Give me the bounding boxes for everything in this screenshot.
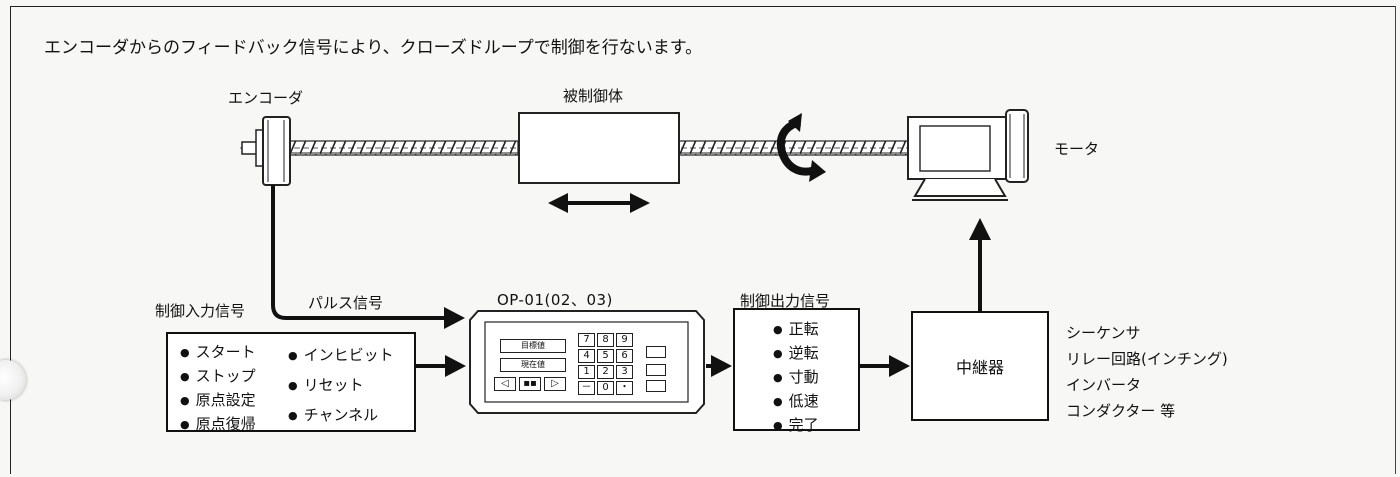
- key-dot[interactable]: ・: [616, 381, 633, 395]
- list-item: 寸動: [773, 366, 819, 390]
- relay-box: 中継器: [911, 311, 1049, 421]
- function-key-3[interactable]: [646, 380, 666, 392]
- key-4[interactable]: 4: [578, 349, 595, 363]
- list-item: コンダクター 等: [1066, 402, 1176, 420]
- key-0[interactable]: 0: [597, 381, 614, 395]
- key-9[interactable]: 9: [616, 333, 633, 347]
- list-item: 完了: [773, 414, 819, 438]
- list-item: インバータ: [1066, 376, 1142, 394]
- list-item: 逆転: [773, 342, 819, 366]
- device-model-label: OP-01(02、03): [497, 291, 613, 309]
- encoder-label: エンコーダ: [228, 89, 304, 107]
- list-item: シーケンサ: [1066, 324, 1141, 342]
- pulse-signal-arrow: [271, 185, 465, 329]
- current-value-display: 現在値: [500, 358, 566, 372]
- encoder-icon: [241, 116, 291, 186]
- diagram-frame: [10, 6, 1396, 474]
- list-item: 正転: [773, 318, 819, 342]
- pulse-signal-label: パルス信号: [308, 294, 384, 312]
- control-output-label: 制御出力信号: [740, 292, 831, 310]
- list-item: ストップ: [180, 365, 256, 389]
- key-2[interactable]: 2: [597, 365, 614, 379]
- function-key-1[interactable]: [646, 346, 666, 358]
- double-arrow-icon: [548, 193, 650, 213]
- input-signals-right-list: インヒビット リセット チャンネル: [288, 341, 394, 431]
- key-7[interactable]: 7: [578, 333, 595, 347]
- output-arrow: [706, 355, 732, 377]
- key-8[interactable]: 8: [597, 333, 614, 347]
- list-item: リレー回路(インチング): [1066, 350, 1228, 368]
- controlled-object-label: 被制御体: [563, 87, 624, 105]
- function-key-2[interactable]: [646, 364, 666, 376]
- list-item: チャンネル: [288, 401, 394, 431]
- key-1[interactable]: 1: [578, 365, 595, 379]
- controlled-object-box: [518, 112, 680, 184]
- relay-label: 中継器: [955, 358, 1004, 377]
- list-item: リセット: [288, 371, 394, 401]
- key-center[interactable]: ▪▪: [519, 377, 541, 391]
- list-item: 低速: [773, 390, 819, 414]
- input-arrow: [416, 355, 466, 377]
- output-signals-box: 正転 逆転 寸動 低速 完了: [733, 308, 860, 434]
- list-item: スタート: [180, 341, 256, 365]
- motor-label: モータ: [1054, 140, 1100, 158]
- key-left[interactable]: ◁: [494, 377, 516, 391]
- relay-devices-list: シーケンサ リレー回路(インチング) インバータ コンダクター 等: [1066, 320, 1228, 424]
- input-signals-box: スタート ストップ 原点設定 原点復帰 インヒビット リセット チャンネル: [166, 332, 416, 433]
- key-right[interactable]: ▷: [544, 377, 566, 391]
- input-signals-left-list: スタート ストップ 原点設定 原点復帰: [180, 341, 256, 437]
- ball-screw-shaft: [240, 140, 920, 156]
- list-item: 原点設定: [180, 389, 256, 413]
- control-input-label: 制御入力信号: [155, 302, 246, 320]
- key-minus[interactable]: －: [578, 381, 595, 395]
- list-item: インヒビット: [288, 341, 394, 371]
- key-6[interactable]: 6: [616, 349, 633, 363]
- list-item: 原点復帰: [180, 413, 256, 437]
- key-3[interactable]: 3: [616, 365, 633, 379]
- target-value-display: 目標値: [500, 339, 566, 353]
- motor-drive-arrow: [969, 218, 991, 311]
- relay-arrow: [860, 355, 910, 377]
- intro-text: エンコーダからのフィードバック信号により、クローズドループで制御を行ないます。: [44, 38, 703, 58]
- motor-icon: [907, 109, 1029, 201]
- output-signals-list: 正転 逆転 寸動 低速 完了: [773, 318, 819, 438]
- key-5[interactable]: 5: [597, 349, 614, 363]
- rotation-arrow-icon: [776, 113, 826, 182]
